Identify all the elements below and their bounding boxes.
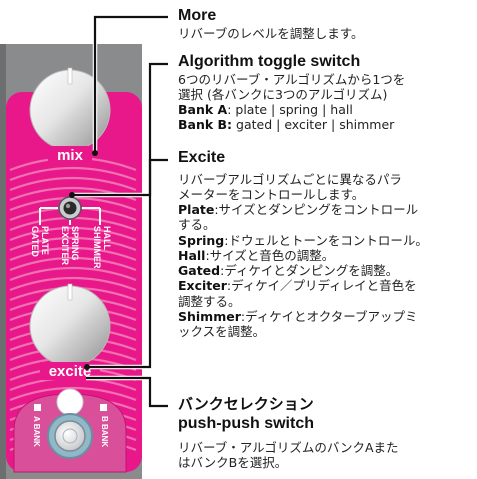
- excite-item-text: :ディケイとオクターブアップミ: [240, 308, 418, 324]
- label-gated: GATED: [30, 226, 40, 257]
- leader-excite: [87, 158, 168, 369]
- label-exciter: EXCITER: [60, 226, 70, 266]
- label-spring: SPRING: [70, 226, 80, 261]
- callout-bank: バンクセレクション push-push switch リバーブ・アルゴリズムのバ…: [178, 396, 399, 470]
- callout-excite: Excite リバーブアルゴリズムごとに異なるパラ メーターをコントロールします…: [178, 148, 428, 339]
- excite-item-name: Hall: [178, 247, 206, 263]
- excite-item-spring: Spring:ドウェルとトーンをコントロール。: [178, 233, 428, 248]
- excite-item-cont: 調整する。: [178, 293, 241, 309]
- excite-item-name: Plate: [178, 202, 215, 218]
- excite-item-hall: Hall:サイズと音色の調整。: [178, 248, 428, 263]
- excite-intro-line: メーターをコントロールします。: [178, 186, 365, 202]
- algorithm-desc-line: 6つのリバーブ・アルゴリズムから1つを: [178, 71, 406, 87]
- b-bank-led: [100, 404, 107, 411]
- excite-title: Excite: [178, 149, 226, 166]
- excite-knob-pointer: [67, 283, 73, 301]
- excite-item-name: Gated: [178, 263, 221, 279]
- label-shimmer: SHIMMER: [92, 226, 102, 269]
- excite-item-cont: する。: [178, 217, 216, 233]
- callout-more: More リバーブのレベルを調整します。: [178, 6, 364, 41]
- pedal-left-edge: [0, 44, 6, 479]
- excite-intro-line: リバーブアルゴリズムごとに異なるパラ: [178, 171, 402, 187]
- callout-algorithm: Algorithm toggle switch 6つのリバーブ・アルゴリズムから…: [178, 52, 405, 133]
- mix-label: mix: [57, 147, 84, 164]
- leader-bank: [86, 376, 168, 408]
- b-bank-label: B BANK: [100, 416, 109, 447]
- bank-a-label: Bank A: [178, 102, 228, 118]
- excite-item-exciter: Exciter:ディケイ／プリディレイと音色を: [178, 278, 428, 293]
- bank-b-label: Bank B:: [178, 117, 233, 133]
- bank-desc-line: はバンクBを選択。: [178, 455, 288, 471]
- excite-item-plate: Plate:サイズとダンピングをコントロール: [178, 202, 428, 217]
- excite-item-shimmer: Shimmer:ディケイとオクターブアップミ: [178, 309, 428, 324]
- algorithm-toggle[interactable]: [58, 196, 82, 220]
- bank-b-row: Bank B: gated | exciter | shimmer: [178, 117, 405, 132]
- bank-b-value: gated | exciter | shimmer: [232, 117, 395, 133]
- bank-title-jp: バンクセレクション: [178, 396, 314, 413]
- bank-title-en: push-push switch: [178, 415, 314, 433]
- algorithm-desc-line: 選択 (各バンクに3つのアルゴリズム): [178, 86, 388, 102]
- bank-push-switch[interactable]: [54, 420, 86, 452]
- bank-a-row: Bank A: plate | spring | hall: [178, 102, 405, 117]
- excite-item-name: Exciter: [178, 278, 227, 294]
- excite-item-text: :ディケイとダンピングを調整。: [220, 263, 399, 279]
- bank-a-value: : plate | spring | hall: [227, 102, 353, 118]
- excite-label: excite: [49, 363, 92, 380]
- excite-item-gated: Gated:ディケイとダンピングを調整。: [178, 263, 428, 278]
- excite-item-cont: ックスを調整。: [178, 324, 266, 340]
- excite-item-text: :ディケイ／プリディレイと音色を: [226, 278, 417, 294]
- excite-item-name: Spring: [178, 232, 225, 248]
- bank-desc-line: リバーブ・アルゴリズムのバンクAまた: [178, 439, 399, 455]
- leader-more: [93, 15, 168, 153]
- leader-algorithm: [72, 62, 168, 197]
- excite-item-text: :サイズと音色の調整。: [205, 247, 335, 263]
- a-bank-led: [34, 404, 41, 411]
- label-plate: PLATE: [40, 226, 50, 255]
- more-title: More: [178, 7, 217, 24]
- excite-item-text: :サイズとダンピングをコントロール: [214, 202, 419, 218]
- excite-item-text: :ドウェルとトーンをコントロール。: [224, 232, 428, 248]
- a-bank-label: A BANK: [32, 416, 41, 447]
- bank-indicator-led: [56, 388, 84, 416]
- mix-knob-pointer: [67, 67, 73, 85]
- excite-item-name: Shimmer: [178, 308, 241, 324]
- label-hall: HALL: [102, 226, 112, 250]
- algorithm-title: Algorithm toggle switch: [178, 53, 361, 70]
- more-description: リバーブのレベルを調整します。: [178, 25, 364, 41]
